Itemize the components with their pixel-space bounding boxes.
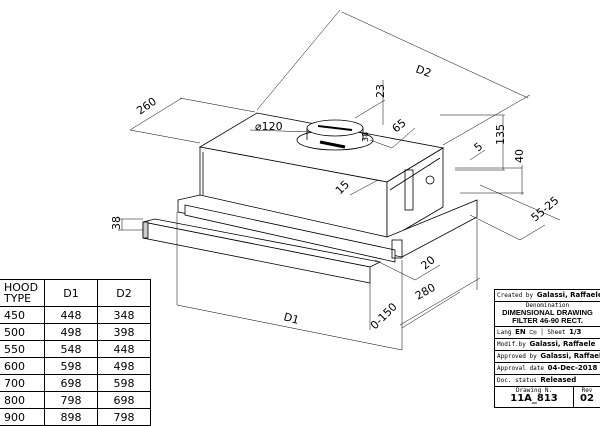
lang-value: EN <box>515 328 526 336</box>
cell: 898 <box>44 408 98 426</box>
cell: 398 <box>97 323 151 341</box>
first-angle-projection-icon: ⊏◎ <box>529 329 537 336</box>
approved-row: Approved by Galassi, Raffaele <box>495 351 600 363</box>
dim-40: 40 <box>513 149 526 163</box>
cell: 798 <box>44 391 98 409</box>
header-d1: D1 <box>44 279 98 307</box>
lang-label: Lang <box>497 329 512 336</box>
cell: 498 <box>44 323 98 341</box>
dim-5: 5 <box>472 140 486 154</box>
cell: 548 <box>44 340 98 358</box>
cell: 448 <box>44 306 98 324</box>
cell: 498 <box>97 357 151 375</box>
cell: 698 <box>44 374 98 392</box>
created-value: Galassi, Raffaele <box>536 291 600 299</box>
header-d2: D2 <box>97 279 151 307</box>
cell: 698 <box>97 391 151 409</box>
cell: 700 <box>0 374 45 392</box>
dim-flange-38: 38 <box>361 132 370 142</box>
cell: 598 <box>97 374 151 392</box>
approved-label: Approved by <box>497 353 537 360</box>
cell: 500 <box>0 323 45 341</box>
drawing-label: Drawing N. <box>515 387 553 394</box>
dim-d1: D1 <box>282 310 300 327</box>
approval-date-value: 04-Dec-2018 <box>547 364 598 372</box>
dim-55-25: 55-25 <box>529 194 562 225</box>
drawing-value: 11A_813 <box>510 393 558 404</box>
status-label: Doc. status <box>497 377 537 384</box>
drawing-number-cell: Drawing N.11A_813 <box>495 387 574 407</box>
rev-value: 02 <box>580 393 594 404</box>
modif-row: Modif.by Galassi, Raffaele <box>495 339 600 351</box>
created-label: Created by <box>497 292 534 299</box>
approved-value: Galassi, Raffaele <box>540 352 600 360</box>
dim-front-38: 38 <box>110 216 123 230</box>
approval-date-row: Approval date 04-Dec-2018 <box>495 363 600 375</box>
dim-260: 260 <box>134 95 159 118</box>
cell: 900 <box>0 408 45 426</box>
status-row: Doc. status Released <box>495 375 600 387</box>
cell: 598 <box>44 357 98 375</box>
dim-23: 23 <box>374 84 387 98</box>
cell: 800 <box>0 391 45 409</box>
denomination-label: Denomination <box>525 302 570 309</box>
dim-diameter: ⌀120 <box>255 120 283 133</box>
hood-drawing: D2 260 23 ⌀120 65 38 135 5 40 15 55-25 3… <box>110 9 562 351</box>
dimension-lines <box>118 9 561 351</box>
drawer-frame <box>142 194 478 284</box>
modif-label: Modif.by <box>497 341 526 348</box>
sheet-label: Sheet <box>547 329 566 336</box>
created-row: Created by Galassi, Raffaele <box>495 290 600 302</box>
title-block: Created by Galassi, Raffaele Denominatio… <box>494 289 600 408</box>
dim-135: 135 <box>494 124 507 145</box>
cell: 550 <box>0 340 45 358</box>
denomination-value: DIMENSIONAL DRAWING FILTER 46-90 RECT. <box>502 308 593 325</box>
sheet-value: 1/3 <box>569 328 582 336</box>
table-header: HOOD TYPE D1 D2 <box>0 279 151 307</box>
dim-280: 280 <box>413 281 438 303</box>
status-value: Released <box>540 376 577 384</box>
header-hood-type: HOOD TYPE <box>0 279 45 307</box>
cell: 448 <box>97 340 151 358</box>
dim-65: 65 <box>390 116 409 135</box>
air-outlet <box>296 119 374 151</box>
cell: 600 <box>0 357 45 375</box>
dim-0-150: 0-150 <box>368 300 400 332</box>
modif-value: Galassi, Raffaele <box>529 340 596 348</box>
cell: 798 <box>97 408 151 426</box>
approval-date-label: Approval date <box>497 365 544 372</box>
cell: 450 <box>0 306 45 324</box>
cell: 348 <box>97 306 151 324</box>
lang-row: Lang EN ⊏◎ │ Sheet 1/3 <box>495 327 600 339</box>
dim-d2: D2 <box>414 63 433 81</box>
dim-20: 20 <box>419 253 438 272</box>
rev-label: Rev <box>581 387 593 394</box>
